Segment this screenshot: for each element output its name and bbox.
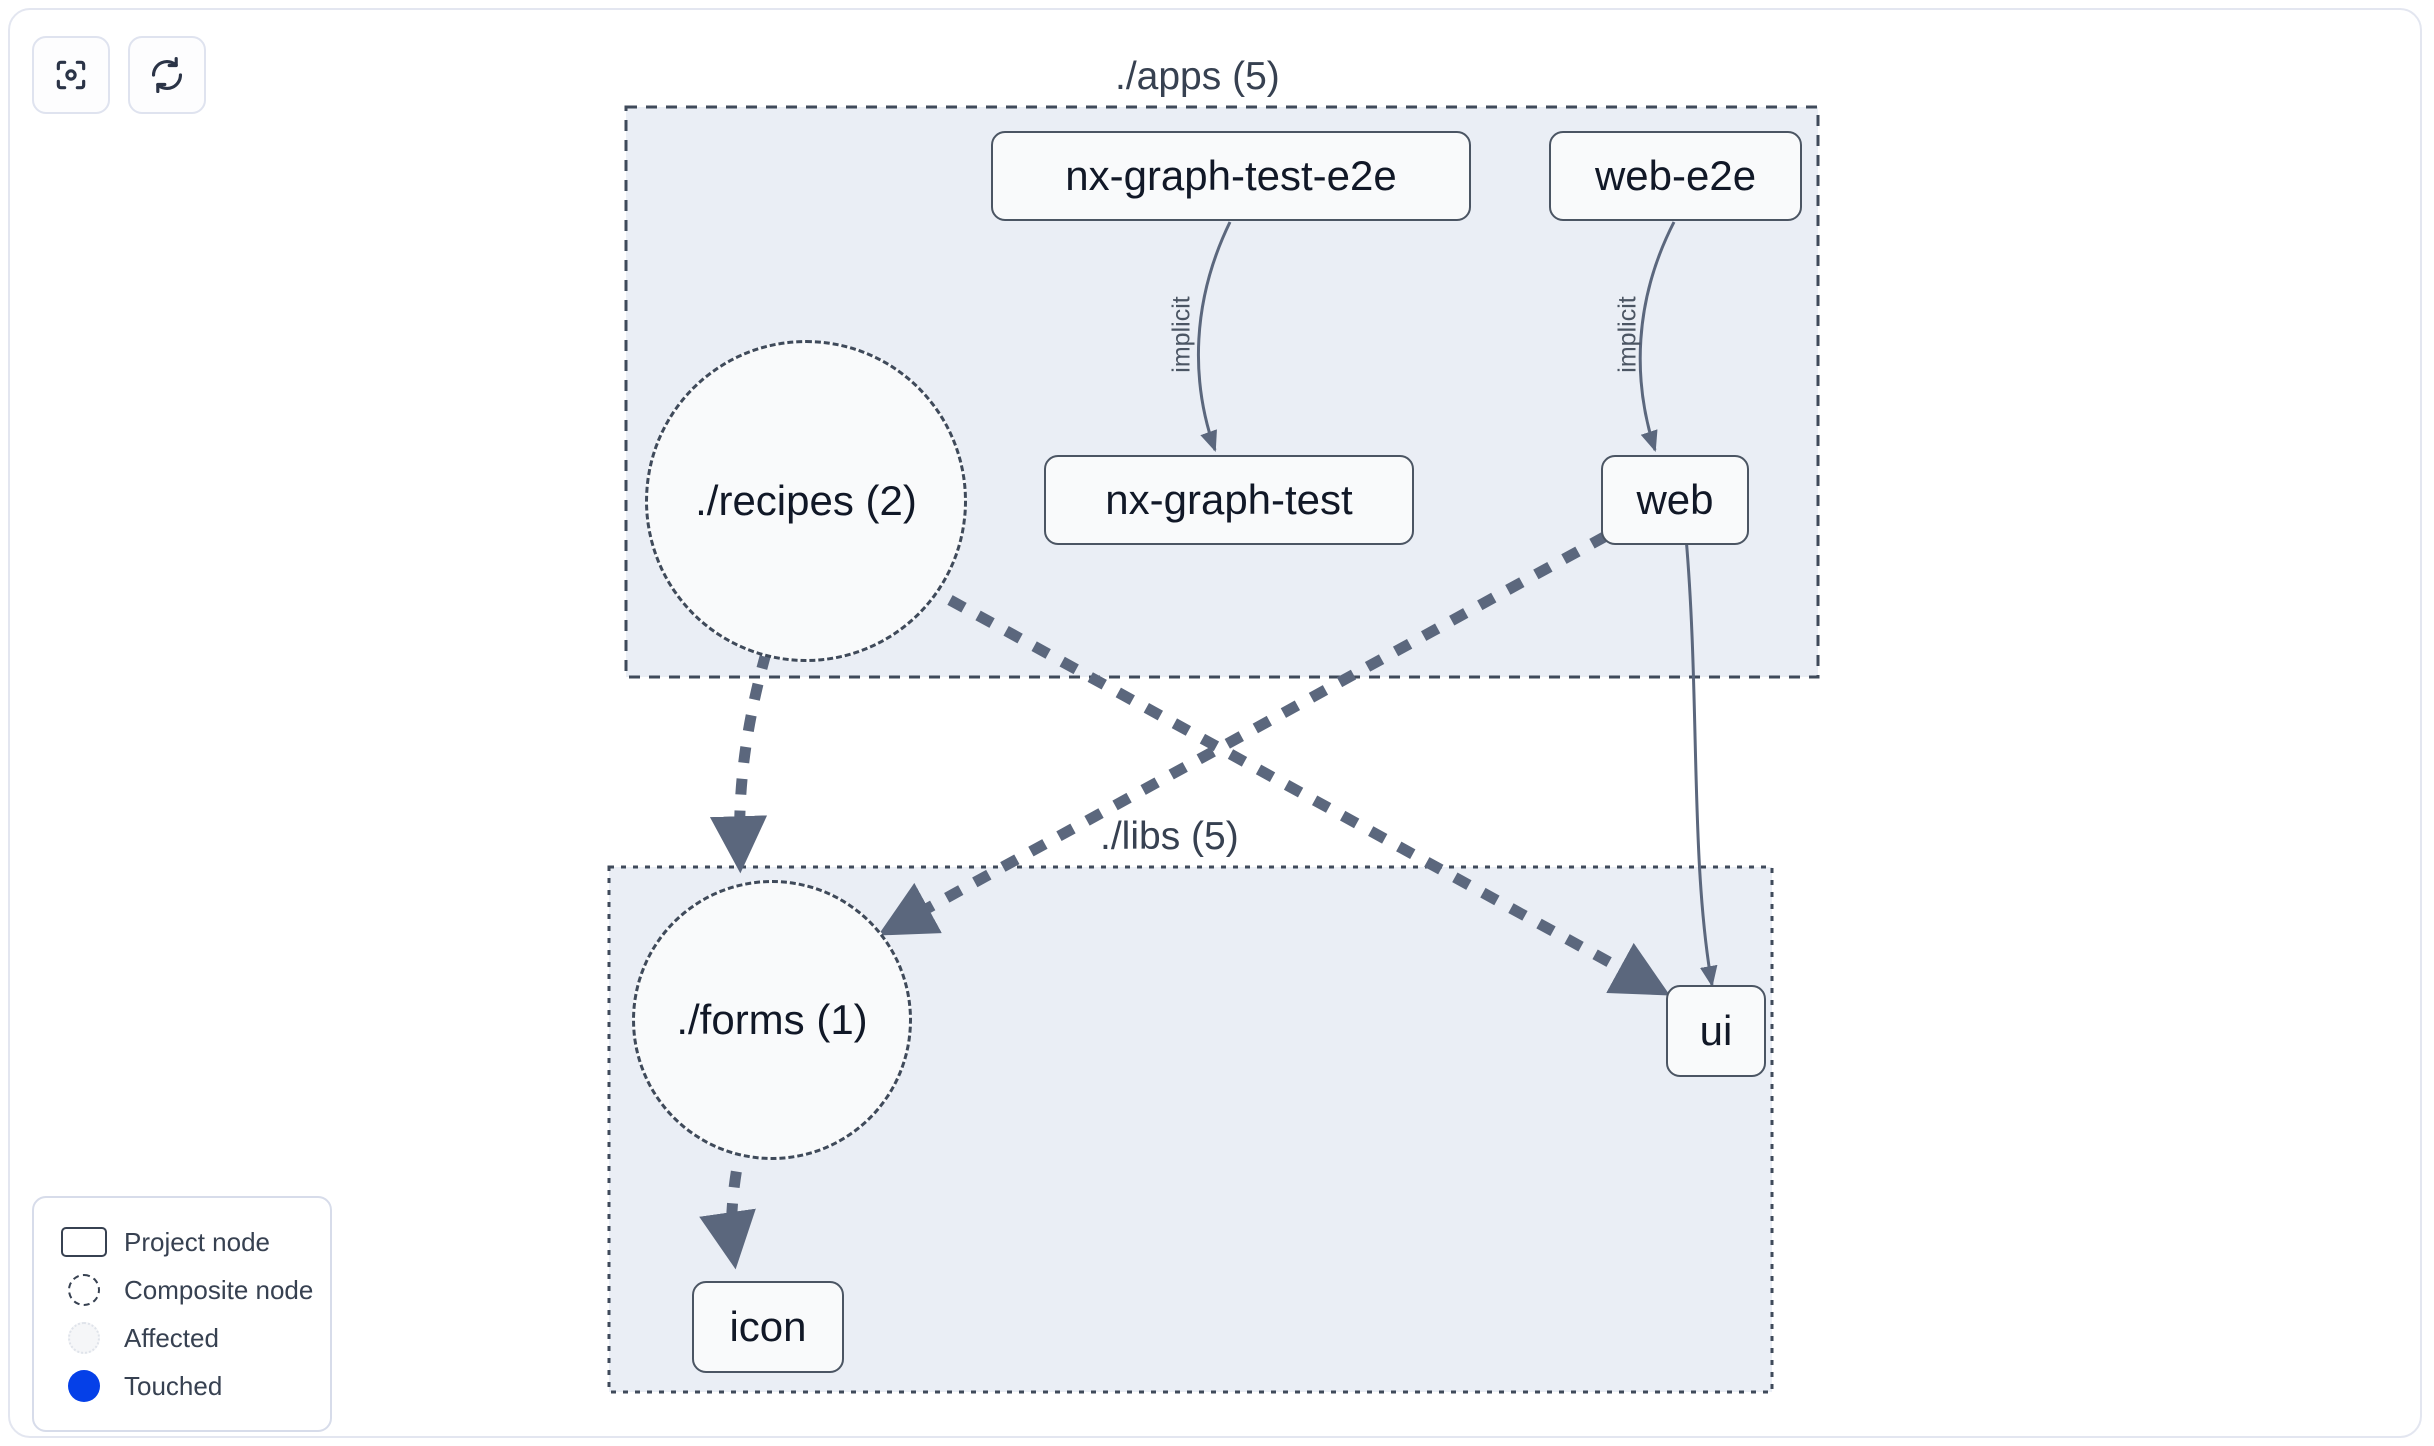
graph-legend: Project node Composite node Affected Tou… xyxy=(32,1196,332,1432)
legend-item-composite-node: Composite node xyxy=(56,1266,313,1314)
node-nx-graph-test-e2e[interactable]: nx-graph-test-e2e xyxy=(991,131,1471,221)
node-web[interactable]: web xyxy=(1601,455,1749,545)
legend-item-affected: Affected xyxy=(56,1314,308,1362)
legend-label-touched: Touched xyxy=(124,1370,223,1401)
group-label-apps: ./apps (5) xyxy=(1115,55,1280,98)
composite-node-forms[interactable]: ./forms (1) xyxy=(632,880,912,1160)
node-web-e2e[interactable]: web-e2e xyxy=(1549,131,1802,221)
node-ui[interactable]: ui xyxy=(1666,985,1766,1077)
legend-label-composite-node: Composite node xyxy=(124,1274,314,1305)
affected-swatch xyxy=(56,1322,112,1354)
project-node-swatch xyxy=(56,1227,112,1257)
legend-item-project-node: Project node xyxy=(56,1218,308,1266)
legend-label-affected: Affected xyxy=(124,1322,219,1353)
legend-label-project-node: Project node xyxy=(124,1226,270,1257)
edge-recipes-to-forms[interactable] xyxy=(709,651,772,874)
group-label-libs: ./libs (5) xyxy=(1100,815,1239,858)
edge-web-e2e-to-web[interactable] xyxy=(1638,221,1676,452)
focus-target-icon xyxy=(52,56,90,94)
composite-node-recipes[interactable]: ./recipes (2) xyxy=(645,340,967,662)
refresh-graph-button[interactable] xyxy=(128,36,206,114)
node-icon[interactable]: icon xyxy=(692,1281,844,1373)
edge-web-to-forms[interactable] xyxy=(877,531,1609,936)
touched-swatch xyxy=(56,1370,112,1402)
graph-toolbar xyxy=(32,36,206,114)
refresh-icon xyxy=(148,56,186,94)
composite-node-swatch xyxy=(56,1274,112,1306)
focus-graph-button[interactable] xyxy=(32,36,110,114)
edge-forms-to-icon[interactable] xyxy=(699,1138,756,1270)
legend-item-touched: Touched xyxy=(56,1362,308,1410)
edge-nx-graph-test-e2e-to-nx-graph-test[interactable] xyxy=(1196,221,1232,452)
edge-recipes-to-ui[interactable] xyxy=(947,595,1671,996)
node-nx-graph-test[interactable]: nx-graph-test xyxy=(1044,455,1414,545)
edge-web-to-ui[interactable] xyxy=(1684,536,1718,988)
